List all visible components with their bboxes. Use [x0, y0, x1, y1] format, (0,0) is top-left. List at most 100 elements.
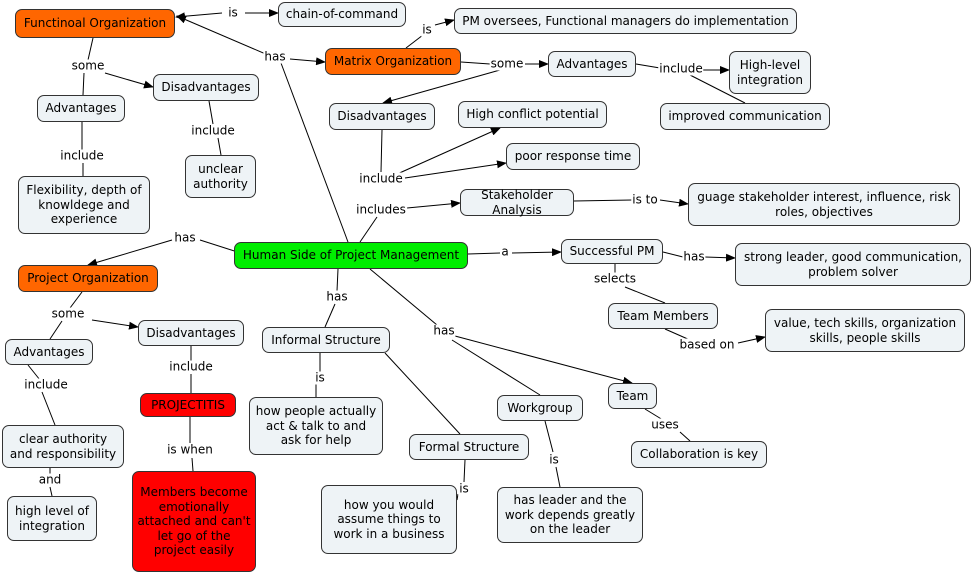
node-workgroup[interactable]: Workgroup [497, 395, 583, 421]
link-label: is [421, 22, 433, 37]
node-project-disadvantages[interactable]: Disadvantages [138, 320, 244, 346]
connector-line [463, 459, 466, 483]
node-projectitis[interactable]: PROJECTITIS [140, 393, 236, 417]
link-label: is [314, 370, 326, 385]
connector-line [217, 137, 222, 156]
connector-line [191, 457, 194, 472]
connector-arrow [394, 127, 501, 176]
connector-line [644, 408, 664, 421]
connector-arrow [704, 253, 736, 262]
connector-line [544, 420, 554, 453]
link-label: uses [650, 417, 680, 432]
node-functional-organization[interactable]: Functinoal Organization [15, 9, 175, 38]
connector-line [208, 100, 214, 125]
node-has-leader[interactable]: has leader and the work depends greatly … [497, 487, 643, 543]
link-label: has [173, 230, 197, 245]
node-high-level-integration[interactable]: High-level integration [729, 51, 811, 94]
connector-line [460, 61, 491, 65]
connector-line [336, 268, 339, 292]
node-strong-leader[interactable]: strong leader, good communication, probl… [735, 243, 971, 286]
connector-line [664, 328, 691, 341]
connector-line [82, 72, 85, 96]
link-label: and [37, 472, 63, 487]
node-functional-advantages[interactable]: Advantages [37, 95, 125, 122]
link-label: some [50, 306, 86, 321]
node-improved-communication[interactable]: improved communication [660, 103, 830, 130]
connector-line [451, 339, 541, 396]
link-label: selects [593, 271, 637, 286]
connector-line [573, 199, 633, 202]
link-label: has [263, 49, 287, 64]
node-team-members[interactable]: Team Members [608, 303, 718, 329]
link-label: some [489, 56, 525, 71]
node-how-you-would[interactable]: how you would assume things to work in a… [321, 485, 457, 554]
node-collaboration[interactable]: Collaboration is key [631, 441, 767, 468]
connector-line [280, 62, 349, 243]
connector-line [635, 63, 661, 69]
node-value-skills[interactable]: value, tech skills, organization skills,… [765, 309, 965, 352]
connector-line [27, 364, 41, 381]
connector-arrow [454, 335, 633, 385]
link-label: includes [355, 202, 407, 217]
node-matrix-organization[interactable]: Matrix Organization [325, 48, 461, 75]
connector-arrow [87, 239, 173, 267]
node-clear-authority[interactable]: clear authority and responsibility [2, 425, 124, 468]
link-label: has [682, 249, 706, 264]
node-members-become[interactable]: Members become emotionally attached and … [132, 471, 256, 572]
connector-arrow [659, 198, 689, 207]
link-label: has [325, 289, 349, 304]
node-successful-pm[interactable]: Successful PM [561, 239, 663, 264]
node-team[interactable]: Team [608, 383, 657, 409]
connector-line [324, 303, 336, 328]
connector-arrow [91, 319, 139, 330]
connector-line [87, 37, 94, 61]
link-label: include [658, 61, 704, 76]
link-label: has [432, 323, 456, 338]
node-unclear-authority[interactable]: unclear authority [185, 155, 256, 198]
connector-line [69, 291, 83, 309]
node-project-advantages[interactable]: Advantages [5, 339, 93, 365]
node-informal-structure[interactable]: Informal Structure [262, 327, 390, 353]
link-label: is [458, 481, 470, 496]
node-chain-of-command[interactable]: chain-of-command [278, 2, 406, 27]
node-stakeholder-analysis[interactable]: Stakeholder Analysis [460, 188, 574, 217]
connector-arrow [289, 57, 326, 66]
connector-arrow [382, 69, 501, 105]
connector-arrow [404, 160, 507, 179]
connector-arrow [175, 12, 223, 21]
connector-arrow [511, 248, 562, 257]
node-guage-stakeholder[interactable]: guage stakeholder interest, influence, r… [688, 183, 960, 226]
node-flexibility[interactable]: Flexibility, depth of knowldege and expe… [18, 176, 150, 234]
connector-line [624, 286, 666, 304]
link-label: is [548, 452, 560, 467]
connector-line [369, 268, 438, 326]
link-label: include [23, 377, 69, 392]
connector-line [49, 320, 63, 340]
node-matrix-disadvantages[interactable]: Disadvantages [329, 103, 435, 130]
connector-line [456, 493, 459, 501]
node-pm-oversees[interactable]: PM oversees, Functional managers do impl… [454, 8, 797, 34]
connector-line [555, 466, 561, 488]
link-label: include [59, 148, 105, 163]
link-label: is [227, 5, 239, 20]
connector-line [679, 431, 691, 442]
node-high-level-of-integration[interactable]: high level of integration [7, 496, 97, 541]
connector-line [662, 251, 684, 258]
node-poor-response[interactable]: poor response time [506, 143, 640, 170]
node-functional-disadvantages[interactable]: Disadvantages [153, 74, 259, 101]
node-formal-structure[interactable]: Formal Structure [409, 434, 529, 460]
node-matrix-advantages[interactable]: Advantages [548, 51, 636, 77]
connector-line [49, 486, 53, 497]
node-human-side[interactable]: Human Side of Project Management [234, 242, 468, 269]
node-how-people-act[interactable]: how people actually act & talk to and as… [249, 397, 383, 455]
node-high-conflict[interactable]: High conflict potential [458, 101, 607, 128]
node-project-organization[interactable]: Project Organization [18, 265, 158, 292]
connector-arrow [104, 72, 154, 89]
connector-line [467, 252, 501, 255]
link-label: based on [678, 337, 736, 352]
connector-arrow [434, 18, 455, 27]
connector-line [41, 391, 56, 426]
link-label: a [500, 244, 510, 259]
